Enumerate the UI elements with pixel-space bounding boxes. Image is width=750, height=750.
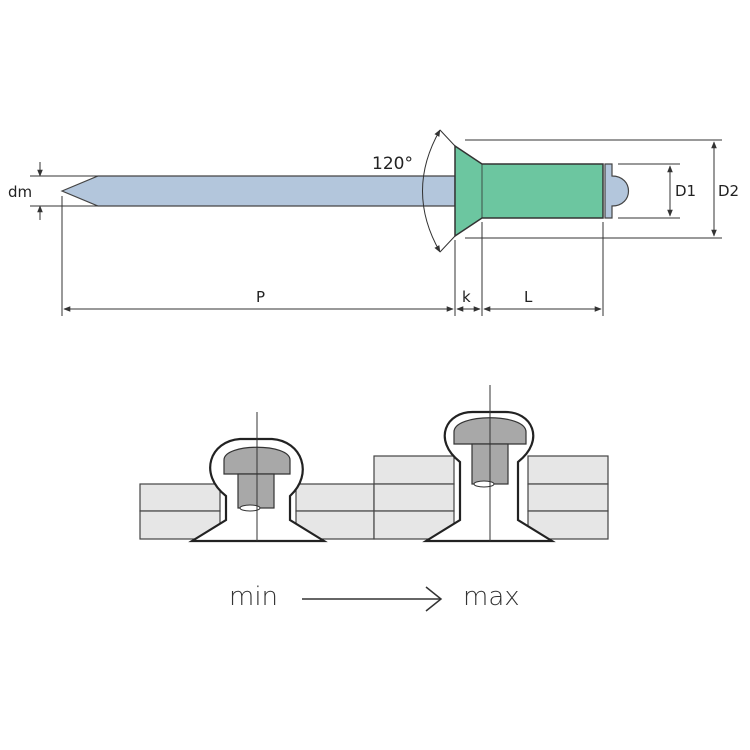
angle-label: 120° (372, 154, 413, 174)
k-label: k (462, 288, 471, 306)
dm-dimension: dm (8, 162, 98, 220)
range-arrow-head (425, 586, 443, 612)
min-caption: min (229, 582, 278, 612)
rivet-body (454, 144, 604, 238)
max-sheet-1-left (373, 455, 455, 485)
d1-dimension: D1 (618, 163, 696, 219)
d2-dimension: D2 (465, 139, 739, 239)
max-sheet-2-right (527, 483, 609, 512)
d1-label: D1 (675, 182, 696, 200)
min-sheet-top-left (139, 483, 221, 512)
p-label: P (256, 288, 265, 306)
d2-label: D2 (718, 182, 739, 200)
min-grip-joint (139, 412, 375, 543)
max-caption: max (463, 582, 520, 612)
dm-label: dm (8, 183, 32, 201)
max-grip-joint (373, 385, 609, 543)
max-mandrel-break (473, 480, 495, 488)
l-label: L (524, 288, 533, 306)
min-sheet-top-right (295, 483, 375, 512)
length-dimensions: P k L (61, 196, 604, 316)
min-mandrel-break (239, 504, 261, 512)
max-sheet-2-left (373, 483, 455, 512)
max-sheet-1-right (527, 455, 609, 485)
mandrel (60, 175, 456, 207)
mandrel-head (604, 163, 629, 219)
grip-range-caption: min max (229, 582, 520, 612)
angle-annotation: 120° (372, 129, 456, 253)
min-mandrel-stub (237, 473, 275, 509)
rivet-side-view (60, 144, 629, 238)
